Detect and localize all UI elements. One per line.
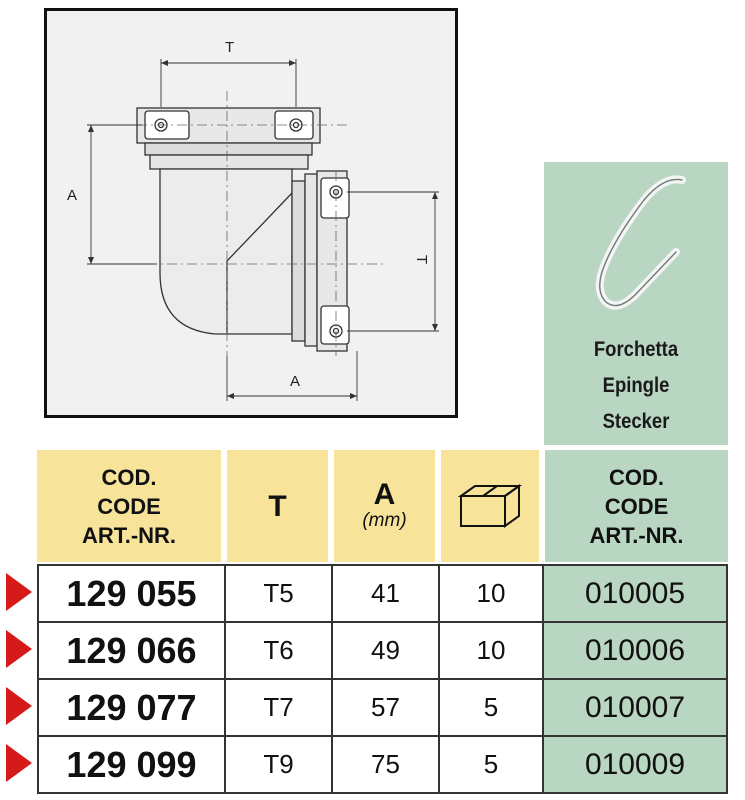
header-code-line-2: CODE bbox=[97, 493, 161, 519]
column-divider bbox=[726, 564, 728, 794]
header-code-line-3: ART.-NR. bbox=[81, 522, 177, 548]
header-a: A (mm) bbox=[334, 450, 435, 562]
pin-label-it: Forchetta bbox=[593, 338, 679, 361]
header-pin-code-line-2: CODE bbox=[604, 493, 669, 519]
cell-qty: 10 bbox=[476, 635, 506, 665]
cell-t: T9 bbox=[263, 749, 294, 779]
header-pin-code-line-3: ART.-NR. bbox=[589, 522, 684, 548]
header-code: COD. CODE ART.-NR. bbox=[37, 450, 221, 562]
row-marker-arrow bbox=[6, 687, 32, 725]
elbow-fitting-drawing bbox=[87, 59, 439, 401]
header-pin-code: COD. CODE ART.-NR. bbox=[545, 450, 728, 562]
cell-a: 75 bbox=[371, 749, 400, 779]
header-pin-code-line-1: COD. bbox=[609, 464, 664, 490]
cell-pin-code: 010009 bbox=[544, 737, 726, 792]
cell-code: 129 099 bbox=[66, 743, 197, 785]
cell-pin-code: 010005 bbox=[544, 566, 726, 621]
header-t: T bbox=[227, 450, 328, 562]
dimension-label-a-left: A bbox=[67, 187, 78, 204]
cell-a: 57 bbox=[371, 692, 400, 722]
cell-code: 129 055 bbox=[66, 572, 197, 614]
column-divider bbox=[37, 564, 39, 794]
dimension-label-a-bottom: A bbox=[290, 373, 301, 390]
header-code-line-1: COD. bbox=[101, 464, 157, 490]
cell-t: T6 bbox=[263, 635, 294, 665]
cell-t: T5 bbox=[263, 578, 294, 608]
cell-pin-code: 010007 bbox=[544, 680, 726, 735]
dimension-label-t-right: T bbox=[413, 254, 431, 265]
column-divider bbox=[331, 564, 333, 794]
dimension-label-t-top: T bbox=[225, 39, 235, 56]
pin-panel: Forchetta Epingle Stecker bbox=[544, 162, 728, 445]
row-divider bbox=[37, 792, 728, 794]
row-divider bbox=[37, 678, 728, 680]
header-a-label: A bbox=[373, 477, 396, 511]
technical-drawing: T A T A bbox=[44, 8, 458, 418]
column-divider bbox=[542, 564, 544, 794]
header-t-label: T bbox=[268, 489, 287, 523]
cell-pin-code: 010006 bbox=[544, 623, 726, 678]
row-divider bbox=[37, 621, 728, 623]
row-divider bbox=[37, 564, 728, 566]
header-package bbox=[441, 450, 539, 562]
column-divider bbox=[224, 564, 226, 794]
cell-a: 41 bbox=[371, 578, 400, 608]
cell-t: T7 bbox=[263, 692, 294, 722]
cell-qty: 10 bbox=[476, 578, 506, 608]
hairpin-icon bbox=[595, 175, 686, 310]
pin-label-fr: Epingle bbox=[602, 374, 670, 397]
column-divider bbox=[438, 564, 440, 794]
cell-qty: 5 bbox=[483, 692, 499, 722]
row-marker-arrow bbox=[6, 573, 32, 611]
row-marker-arrow bbox=[6, 630, 32, 668]
header-a-unit: (mm) bbox=[362, 509, 407, 531]
box-icon bbox=[457, 484, 523, 528]
cell-code: 129 077 bbox=[66, 686, 197, 728]
row-marker-arrow bbox=[6, 744, 32, 782]
cell-qty: 5 bbox=[483, 749, 499, 779]
pin-label-de: Stecker bbox=[602, 410, 670, 433]
cell-code: 129 066 bbox=[66, 629, 197, 671]
row-divider bbox=[37, 735, 728, 737]
cell-a: 49 bbox=[371, 635, 400, 665]
